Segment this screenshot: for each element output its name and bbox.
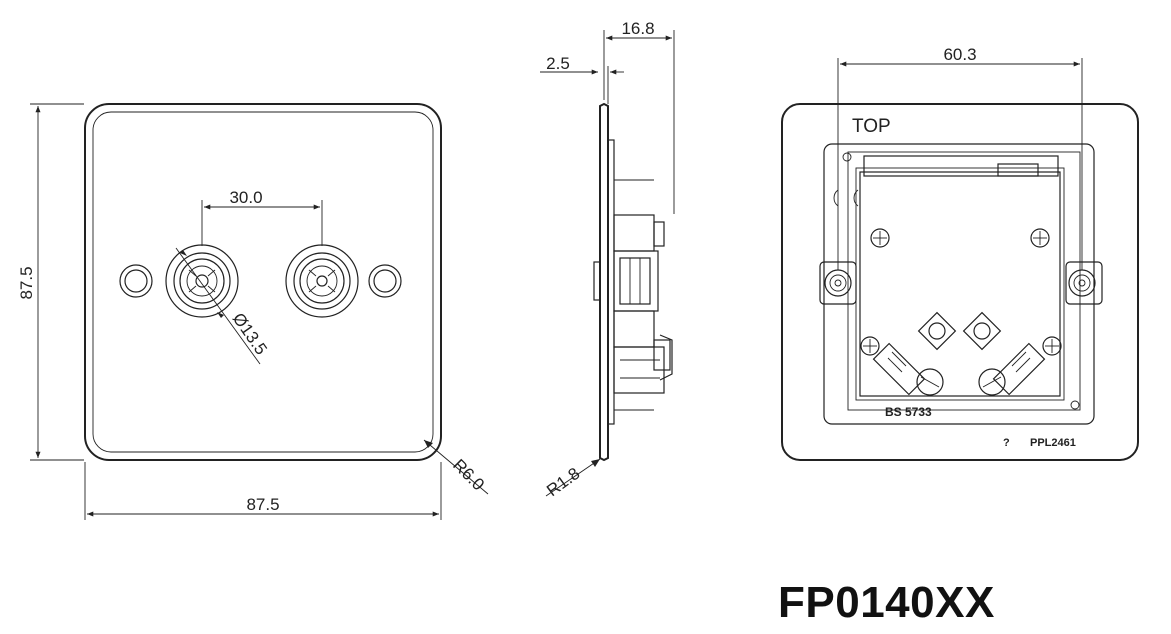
back-plate-outer [781,103,1139,461]
height-dimension: 87.5 [17,103,84,461]
back-plate-inner [823,143,1095,425]
center-spacing-dimension: 30.0 [201,188,323,246]
socket-diameter-label: Ø13.5 [229,309,271,358]
front-right-screw [368,264,402,298]
back-cross-screws [860,228,1062,356]
corner-radius-label: R6.0 [449,455,488,494]
center-spacing-label: 30.0 [229,188,262,207]
back-left-fixing [824,269,852,297]
back-terminal-screws [917,311,1002,351]
front-plate-inner [92,111,434,453]
front-left-socket [165,244,239,318]
back-small-mark: ? [1003,437,1010,449]
back-right-fixing [1068,269,1096,297]
back-right-clamp [978,342,1046,396]
side-radius-label: R1.8 [543,464,583,500]
corner-radius-dimension: R6.0 [423,439,489,495]
thickness-dimension-label: 2.5 [546,54,570,73]
width-dimension-label: 87.5 [246,495,279,514]
front-plate-outer [84,103,442,461]
side-view: 16.8 2.5 R1.8 [540,19,675,500]
side-radius-dimension: R1.8 [543,458,601,500]
width-dimension: 87.5 [84,462,442,520]
depth-dimension-label: 16.8 [621,19,654,38]
depth-dimension: 16.8 [603,19,675,214]
back-top-label: TOP [852,116,891,137]
front-right-socket [285,244,359,318]
model-code: FP0140XX [778,578,995,627]
thickness-dimension: 2.5 [540,54,624,104]
fixing-centres-dimension: 60.3 [837,45,1083,270]
side-faceplate [599,102,609,462]
height-dimension-label: 87.5 [17,266,36,299]
front-left-screw [119,264,153,298]
back-part-label: PPL2461 [1030,437,1076,449]
front-view: 87.5 87.5 30.0 Ø13.5 R6.0 [17,103,489,520]
back-left-clamp [872,342,944,396]
back-view: TOP BS 5733 PPL2461 ? 60.3 [781,45,1139,461]
back-module [859,171,1061,397]
back-standard-label: BS 5733 [885,405,932,419]
fixing-centres-label: 60.3 [943,45,976,64]
